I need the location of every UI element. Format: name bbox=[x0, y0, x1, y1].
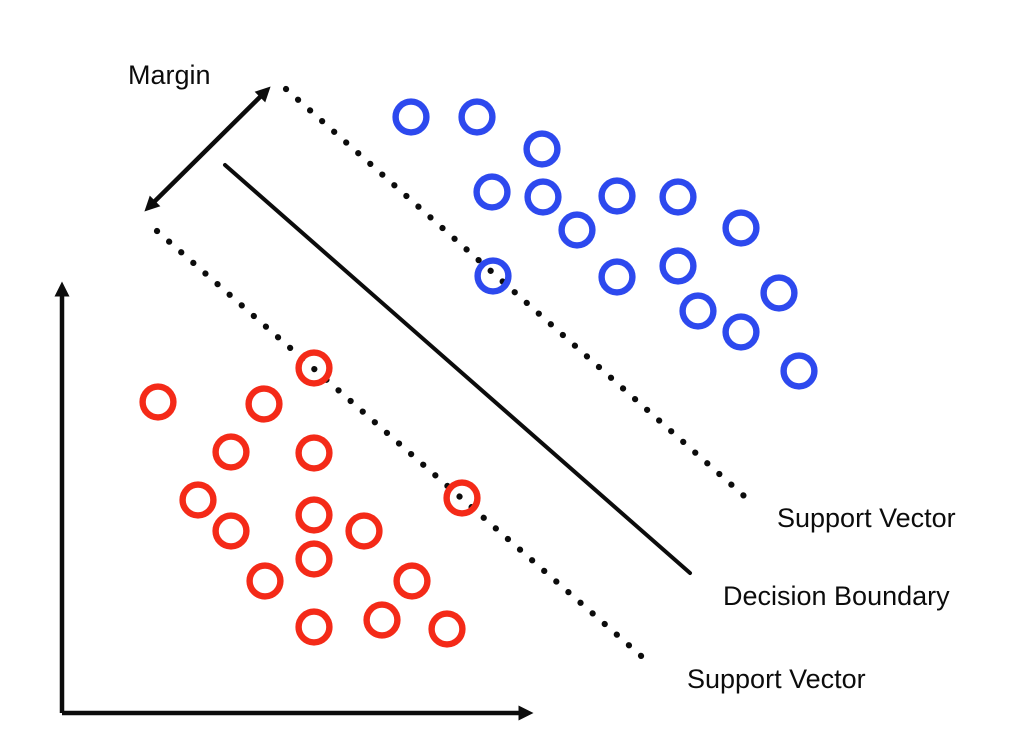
class-red-point bbox=[428, 610, 466, 648]
class-red-point bbox=[179, 481, 217, 519]
class-red-point bbox=[295, 540, 333, 578]
class-red-point bbox=[212, 512, 250, 550]
class-blue-point bbox=[659, 178, 697, 216]
class-red-point bbox=[139, 383, 177, 421]
class-blue-point bbox=[524, 178, 562, 216]
class-blue-point bbox=[780, 352, 818, 390]
class-blue-point bbox=[458, 98, 496, 136]
support-vector-bottom-label: Support Vector bbox=[687, 664, 866, 694]
support-vector-top-label: Support Vector bbox=[777, 503, 956, 533]
axes bbox=[54, 281, 534, 721]
class-red-point bbox=[393, 562, 431, 600]
class-blue-point bbox=[679, 292, 717, 330]
class-blue-cluster bbox=[392, 98, 818, 390]
support-vector-line-bottom bbox=[153, 227, 652, 666]
class-red-point bbox=[295, 608, 333, 646]
class-blue-point bbox=[598, 177, 636, 215]
support-vector-line-top bbox=[282, 85, 756, 507]
class-blue-point bbox=[523, 130, 561, 168]
class-blue-point bbox=[659, 247, 697, 285]
margin-double-arrow bbox=[144, 86, 271, 212]
class-red-point bbox=[212, 433, 250, 471]
class-blue-point bbox=[558, 211, 596, 249]
class-red-point bbox=[345, 512, 383, 550]
class-red-point bbox=[363, 601, 401, 639]
class-blue-point bbox=[598, 258, 636, 296]
decision-boundary-label: Decision Boundary bbox=[723, 581, 950, 611]
class-red-point bbox=[246, 562, 284, 600]
margin-label: Margin bbox=[128, 60, 211, 90]
class-red-point bbox=[295, 434, 333, 472]
class-red-point bbox=[245, 385, 283, 423]
class-blue-point bbox=[392, 98, 430, 136]
class-blue-point bbox=[760, 274, 798, 312]
class-blue-point bbox=[473, 173, 511, 211]
class-blue-point bbox=[722, 313, 760, 351]
class-red-cluster bbox=[139, 349, 481, 648]
class-red-point bbox=[443, 479, 481, 517]
decision-boundary-line bbox=[223, 163, 692, 575]
class-red-point bbox=[295, 349, 333, 387]
class-blue-point bbox=[474, 257, 512, 295]
class-blue-point bbox=[722, 209, 760, 247]
class-red-point bbox=[295, 496, 333, 534]
